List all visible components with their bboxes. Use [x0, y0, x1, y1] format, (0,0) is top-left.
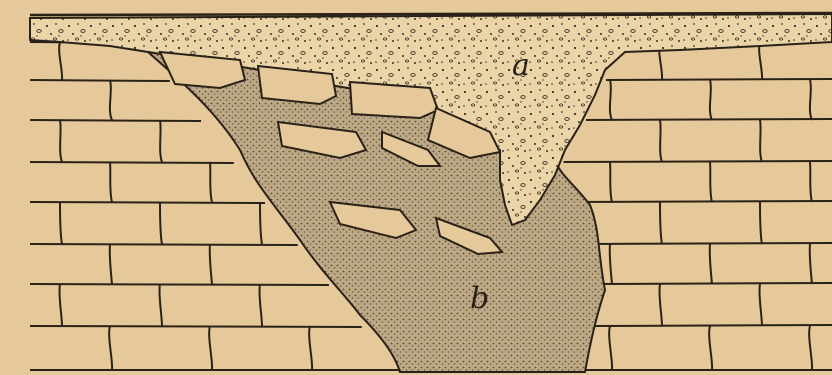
fallen-block — [350, 82, 438, 118]
label-b: b — [470, 281, 489, 316]
stratum-line — [576, 201, 832, 202]
stratum-line — [586, 119, 832, 120]
stratum-line — [30, 120, 201, 121]
stratum-line — [600, 283, 832, 284]
label-a: a — [512, 48, 530, 83]
stratum-line — [564, 161, 832, 162]
stratum-line — [595, 325, 832, 326]
stratum-line — [30, 202, 265, 203]
stratum-line — [30, 326, 362, 327]
stratum-line — [30, 284, 329, 285]
stratum-line — [30, 162, 234, 163]
stratum-line — [588, 243, 832, 244]
stratum-line — [30, 244, 298, 245]
stratum-line — [30, 80, 170, 81]
stratum-line — [606, 79, 832, 80]
